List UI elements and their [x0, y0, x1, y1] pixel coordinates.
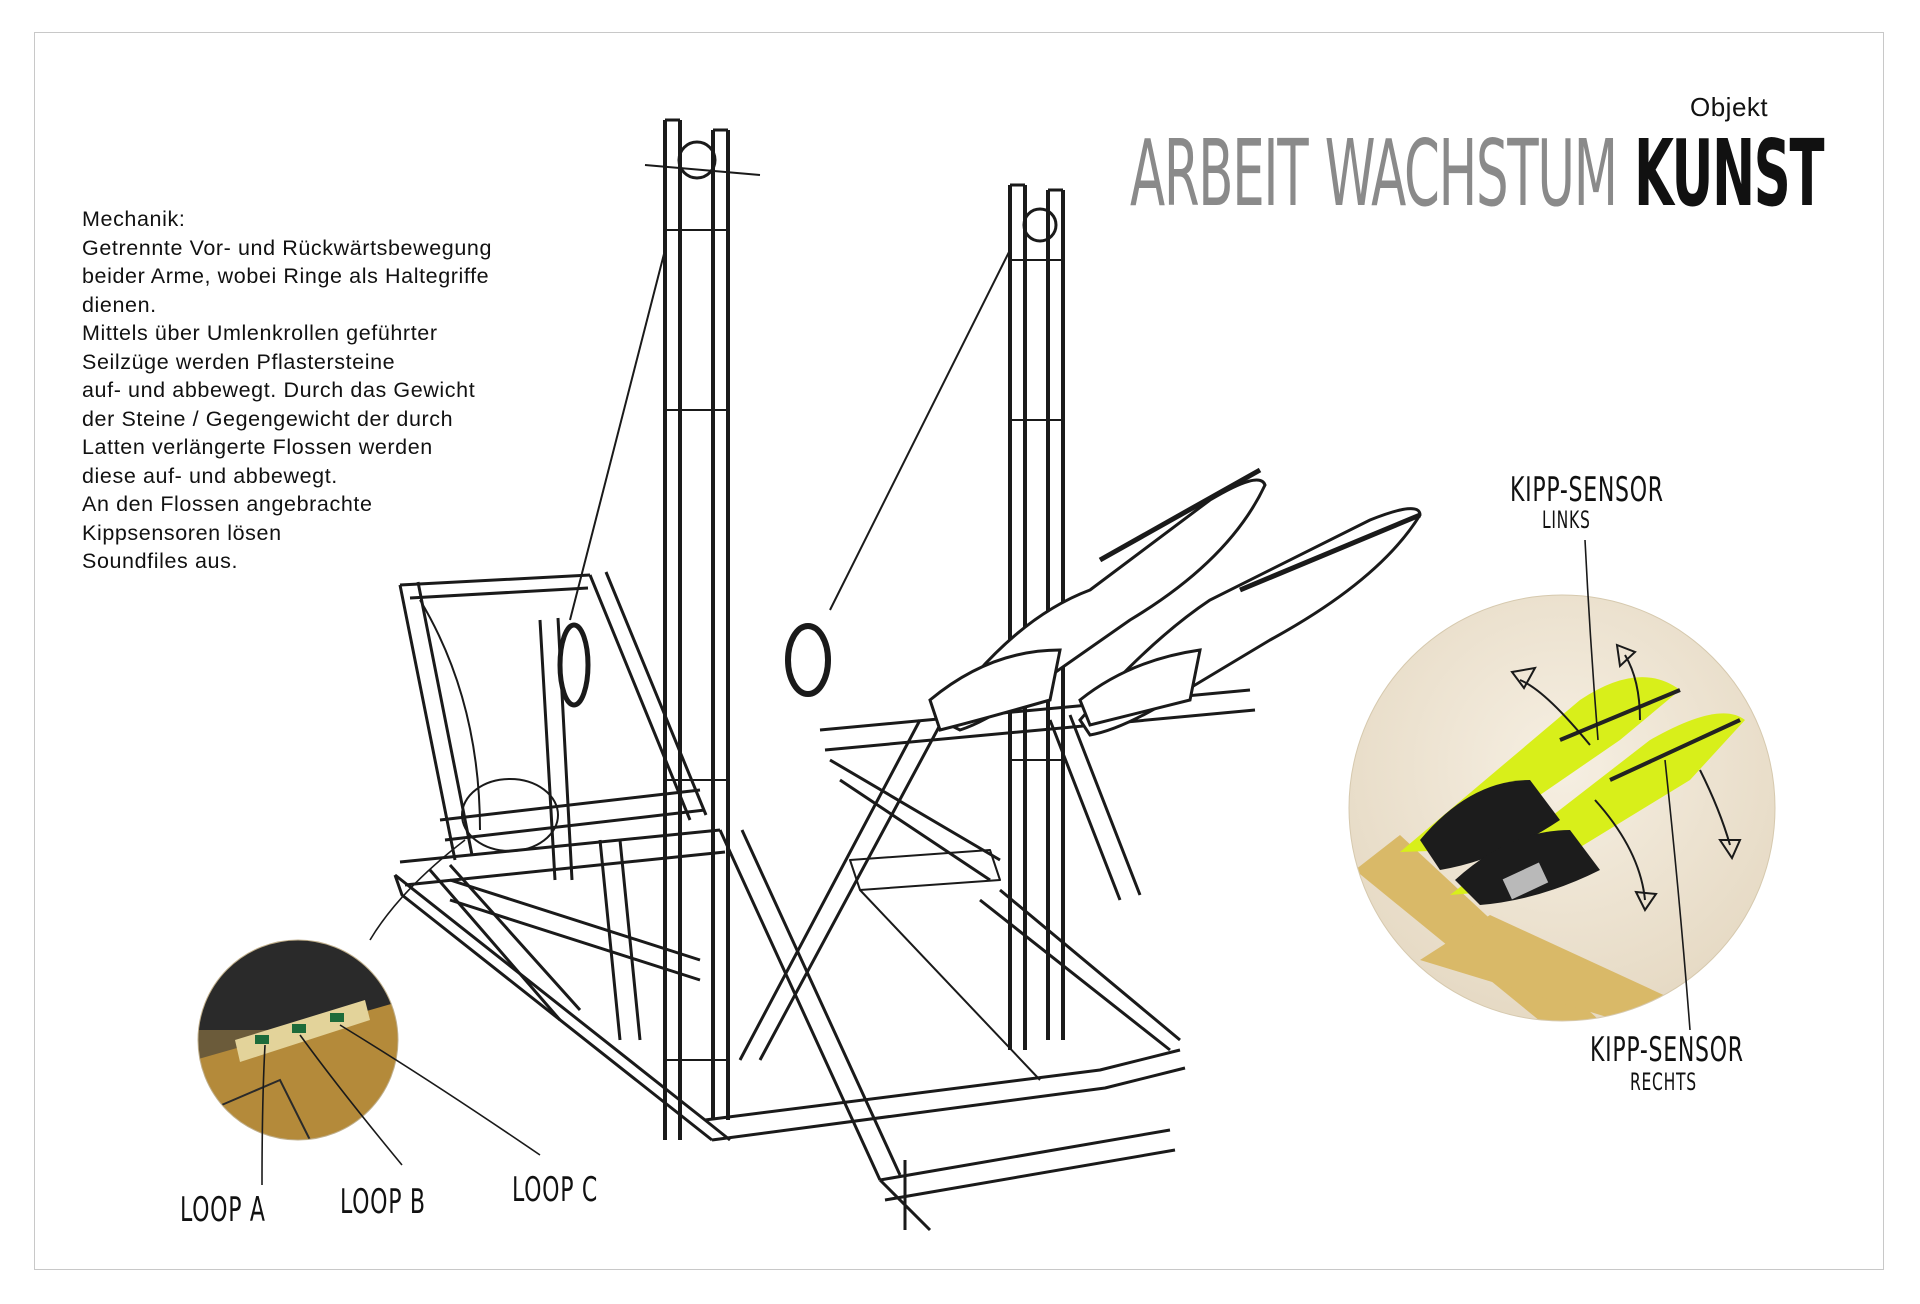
sensor-left-sublabel: LINKS [1542, 506, 1591, 534]
machine-frame [393, 118, 1256, 1232]
sensor-detail-border [1348, 594, 1776, 1022]
fins-drawing [928, 467, 1422, 737]
mechanics-description: Mechanik: Getrennte Vor- und Rückwärtsbe… [82, 205, 602, 576]
tilt-arrows [1510, 643, 1742, 912]
loop-detail-border [197, 939, 399, 1141]
sensor-detail-photo [1349, 595, 1775, 1021]
category-label: Objekt [1690, 92, 1769, 122]
title-word-kunst: KUNST [1634, 120, 1824, 227]
loop-a-label: LOOP A [180, 1190, 266, 1230]
sensor-left-label: KIPP-SENSOR [1510, 470, 1664, 510]
title-word-arbeit: ARBEIT [1130, 120, 1309, 227]
sensor-right-sublabel: RECHTS [1630, 1068, 1697, 1096]
sensor-right-label: KIPP-SENSOR [1590, 1030, 1744, 1070]
loop-b-label: LOOP B [340, 1182, 426, 1222]
title-word-wachstum: WACHSTUM [1324, 120, 1618, 227]
page-frame [34, 32, 1884, 1270]
loop-leader-lines [261, 839, 541, 1186]
description-body: Getrennte Vor- und Rückwärtsbewegung bei… [82, 235, 493, 574]
sensor-leader-lines [1584, 539, 1691, 1031]
description-heading: Mechanik: [82, 207, 186, 231]
loop-c-label: LOOP C [512, 1170, 599, 1210]
loop-detail-photo [198, 940, 398, 1140]
